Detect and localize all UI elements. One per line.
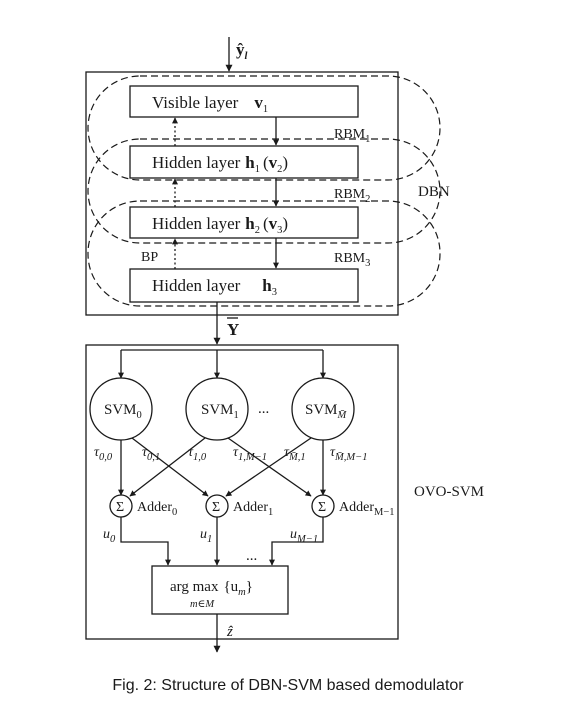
rbm1-oval — [87, 75, 441, 181]
rbm3-oval — [87, 200, 441, 307]
hidden-layer-1-box — [129, 145, 359, 179]
w-1-M-label: τ1,M−1 — [233, 445, 267, 463]
w-0-1-label: τ0,1 — [142, 445, 160, 463]
adder-0-label: Adder0 — [137, 500, 177, 518]
w-1-0-line — [129, 437, 206, 497]
u-0-path — [120, 517, 171, 566]
svm-last-label: SVMM̄ — [305, 402, 348, 421]
adder-1-sigma: Σ — [212, 500, 220, 515]
svm-1-label: SVM1 — [201, 402, 239, 421]
dbn-output-label: Y — [227, 320, 239, 339]
svm-1-node — [185, 377, 249, 441]
w-0-0-label: τ0,0 — [94, 445, 113, 463]
argmax-box — [151, 565, 289, 615]
visible-layer-box — [129, 85, 359, 118]
hidden-layer-2-box — [129, 206, 359, 239]
rbm2-label: RBM2 — [334, 187, 370, 205]
u-ellipsis: ... — [246, 548, 257, 564]
w-0-1-line — [131, 437, 209, 497]
u-last-path — [269, 517, 324, 566]
dbn-frame — [85, 71, 399, 316]
svm-ellipsis: ... — [258, 401, 269, 417]
figure-caption: Fig. 2: Structure of DBN-SVM based demod… — [112, 677, 464, 694]
w-1-0-label: τ1,0 — [188, 445, 207, 463]
argmax-label: arg max{um} — [170, 579, 253, 598]
rbm2-oval — [87, 138, 441, 244]
u-last-label: uM−1 — [290, 527, 318, 545]
adder-last-sigma: Σ — [318, 500, 326, 515]
rbm3-label: RBM3 — [334, 251, 370, 269]
w-M-1-line — [225, 437, 312, 497]
w-M-M-label: τM̄,M−1 — [330, 445, 367, 463]
bp-label: BP — [141, 250, 158, 265]
ovo-svm-module: SVM0 SVM1 SVMM̄ ... τ0,0 τ0,1 τ1,0 τ1,M−… — [85, 344, 484, 640]
adder-last-label: AdderM−1 — [339, 500, 395, 518]
rbm1-label: RBM1 — [334, 127, 370, 145]
u-0-label: u0 — [103, 527, 116, 545]
svm-0-label: SVM0 — [104, 402, 142, 421]
dbn-module-label: DBN — [418, 184, 450, 200]
u-1-label: u1 — [200, 527, 212, 545]
hidden-layer-3-box — [129, 268, 359, 303]
argmax-subscript: m∈M — [190, 599, 215, 610]
w-M-1-label: τM̄,1 — [284, 445, 306, 463]
svm-module-label: OVO-SVM — [414, 484, 484, 500]
input-label: ŷl — [236, 40, 248, 62]
adder-0-sigma: Σ — [116, 500, 124, 515]
svm-frame — [85, 344, 399, 640]
final-output-label: ẑ — [226, 624, 233, 640]
adder-1-label: Adder1 — [233, 500, 273, 518]
